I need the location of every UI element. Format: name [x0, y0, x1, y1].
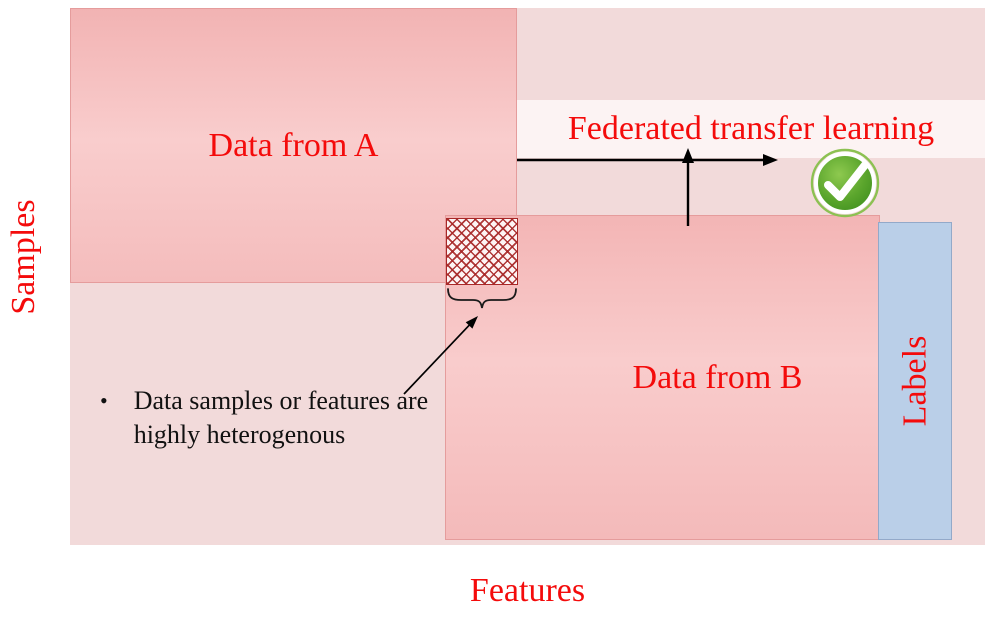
samples-axis-label: Samples — [5, 199, 42, 315]
federated-transfer-title: Federated transfer learning — [567, 110, 935, 147]
labels-label: Labels — [896, 335, 934, 427]
features-axis-label: Features — [469, 572, 586, 609]
note-arrow — [403, 316, 478, 395]
flow-arrow-vertical — [682, 148, 694, 226]
data-a-region: Data from A — [70, 8, 517, 283]
note-text: Data samples or features are highly hete… — [134, 384, 429, 452]
overlap-hatch — [446, 218, 518, 285]
data-b-label: Data from B — [632, 358, 803, 396]
federated-transfer-band: Federated transfer learning — [517, 100, 985, 158]
green-check-icon — [810, 148, 880, 218]
data-a-label: Data from A — [208, 126, 379, 164]
underbrace — [447, 288, 517, 309]
note-line-1: Data samples or features are — [133, 386, 429, 415]
bullet-dot: • — [100, 388, 108, 413]
note: • Data samples or features are highly he… — [100, 384, 580, 452]
note-line-2: highly heterogenous — [133, 420, 346, 449]
flow-arrow-horizontal — [517, 154, 778, 166]
labels-column: Labels — [878, 222, 952, 540]
